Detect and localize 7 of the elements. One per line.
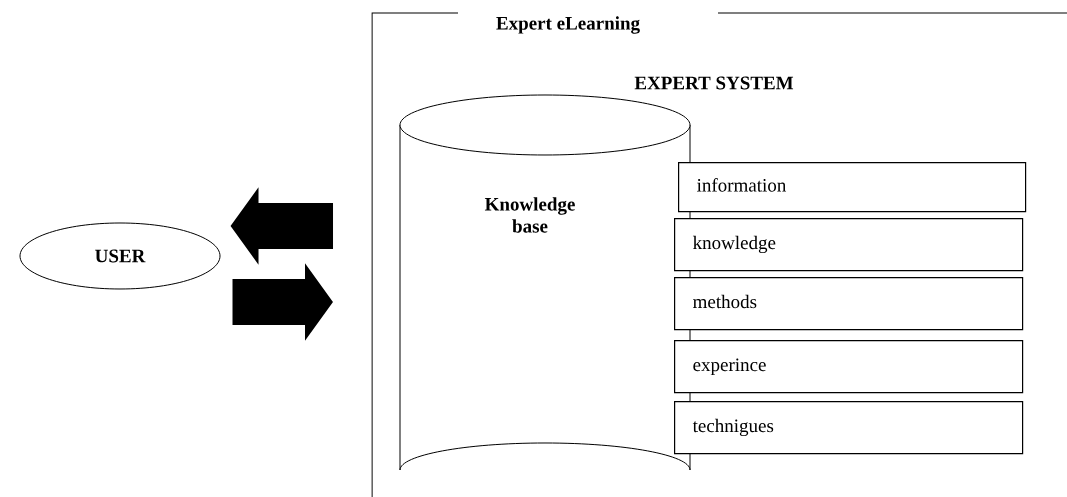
heading: EXPERT SYSTEM — [634, 76, 794, 90]
item-box: experince — [674, 340, 1024, 394]
item-box: methods — [674, 277, 1024, 331]
item-box: knowledge — [674, 218, 1024, 272]
knowledge-base-cylinder: Knowledge base — [399, 94, 691, 471]
item-box: technigues — [674, 401, 1024, 455]
item-box: information — [678, 162, 1027, 213]
